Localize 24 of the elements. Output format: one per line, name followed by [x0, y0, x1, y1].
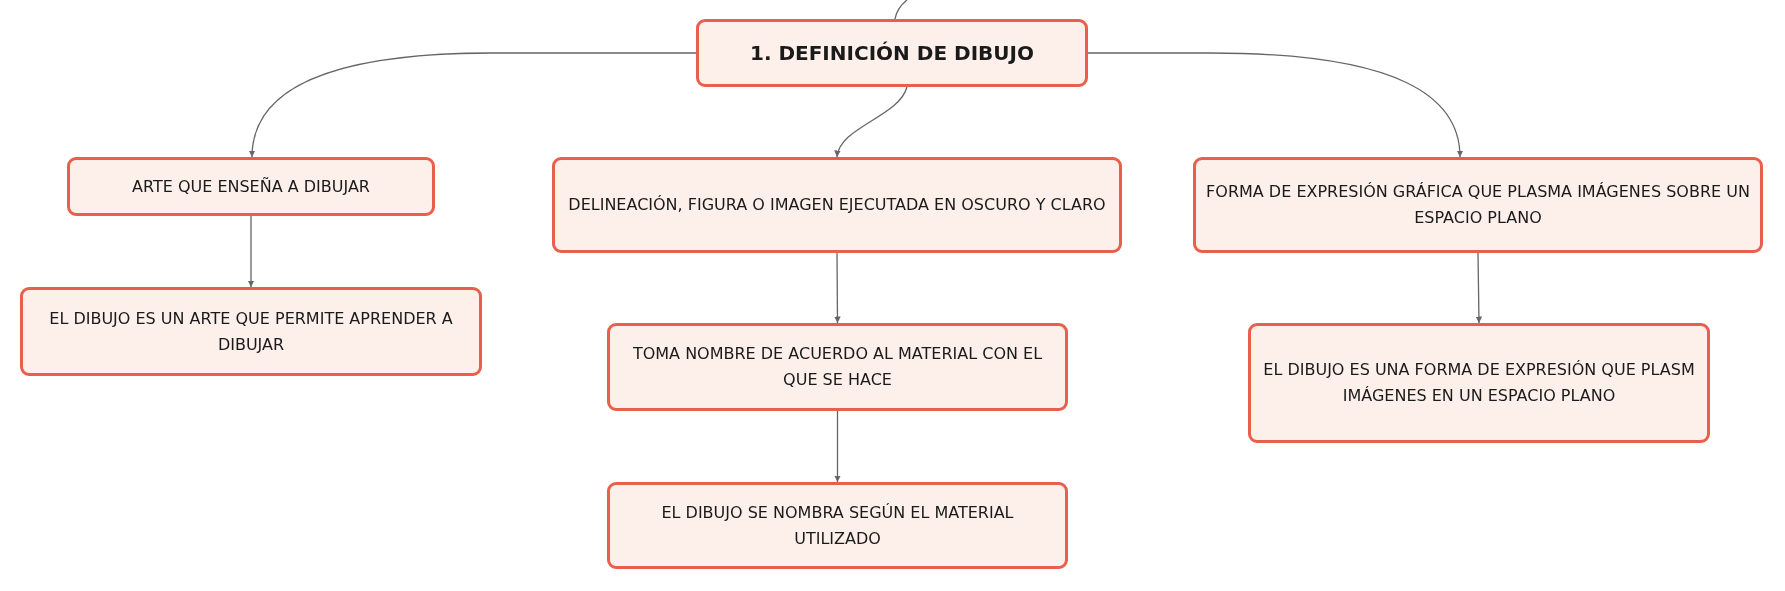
concept-box — [552, 157, 1122, 253]
concept-box — [1193, 157, 1763, 253]
concept-box — [607, 482, 1068, 569]
connector-line — [894, 0, 908, 20]
concept-box — [607, 323, 1068, 411]
concept-box — [20, 287, 482, 376]
node-text: DELINEACIÓN, FIGURA O IMAGEN EJECUTADA EN OSCURO Y CLARO — [568, 194, 1106, 217]
arrow — [1087, 52, 1463, 158]
arrow — [834, 410, 841, 483]
node-text: FORMA DE EXPRESIÓN GRÁFICA QUE PLASMA IMÁGENES SOBRE UN ESPACIO PLANO — [1205, 181, 1751, 229]
concept-box — [67, 157, 435, 216]
title-box — [696, 19, 1088, 87]
concept-box — [1248, 323, 1710, 443]
arrow — [834, 252, 841, 324]
node-text: EL DIBUJO ES UNA FORMA DE EXPRESIÓN QUE PLASM IMÁGENES EN UN ESPACIO PLANO — [1262, 359, 1696, 407]
node-text: 1. DEFINICIÓN DE DIBUJO — [749, 40, 1034, 67]
arrow — [247, 215, 255, 288]
node-text: TOMA NOMBRE DE ACUERDO AL MATERIAL CON EL QUE SE HACE — [631, 343, 1044, 391]
arrow — [249, 52, 697, 158]
node-text: ARTE QUE ENSEÑA A DIBUJAR — [132, 175, 370, 198]
arrow — [835, 86, 908, 158]
arrow — [1475, 252, 1483, 324]
node-text: EL DIBUJO SE NOMBRA SEGÚN EL MATERIAL UTILIZADO — [660, 501, 1015, 550]
node-text: EL DIBUJO ES UN ARTE QUE PERMITE APRENDER A DIBUJAR — [48, 307, 454, 356]
